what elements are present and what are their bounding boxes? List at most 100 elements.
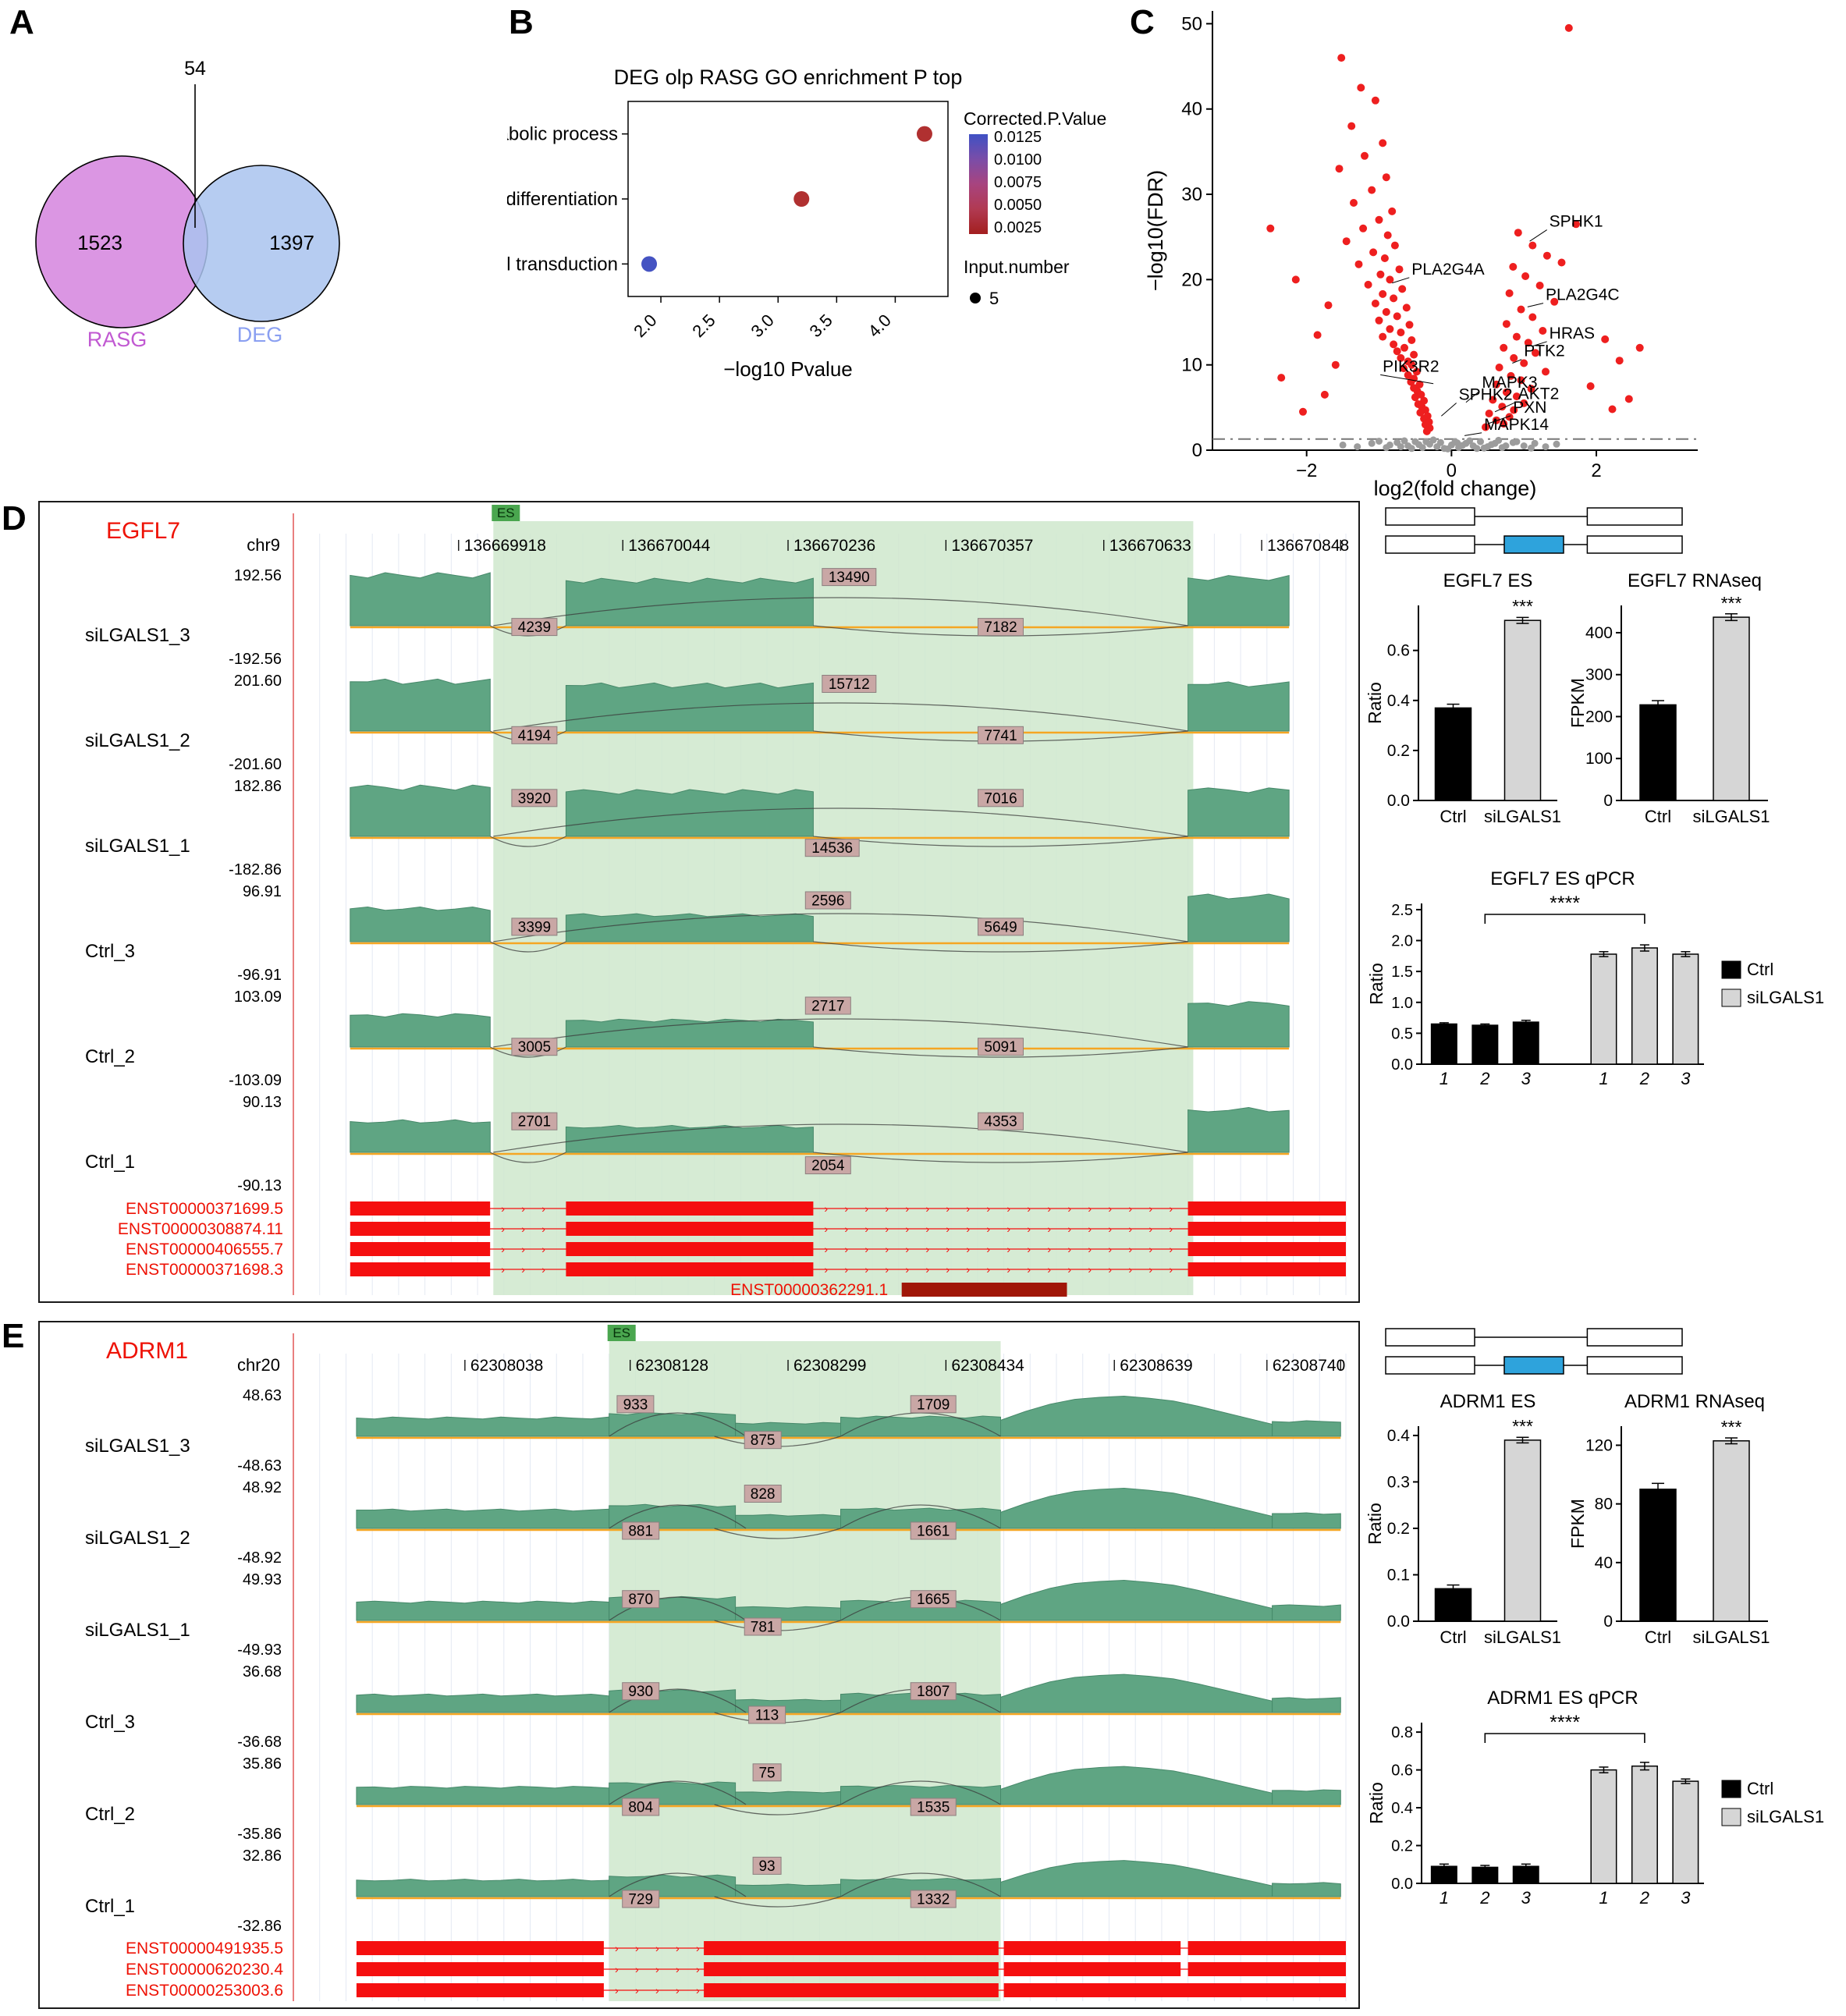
junction-count-box [978, 726, 1024, 744]
volcano-point-gray [1473, 445, 1481, 453]
transcript-exon [350, 1222, 491, 1236]
track-pos-scale: 192.56 [234, 567, 282, 584]
strand-arrow: › [885, 1263, 889, 1276]
junction-count-box [822, 675, 877, 693]
junction-count-box [511, 789, 558, 807]
junction-count: 1535 [917, 1800, 950, 1816]
panel-label-d: D [2, 499, 27, 538]
coverage-area [1272, 1697, 1341, 1713]
volcano-point-red [1528, 313, 1537, 321]
y-tick: 0.4 [1387, 692, 1411, 710]
junction-count-box [744, 1485, 782, 1503]
x-group-label: 2 [1479, 1888, 1489, 1908]
strand-arrow: › [1108, 1263, 1112, 1276]
exon [1385, 507, 1475, 526]
volcano-point-gray [1495, 436, 1503, 444]
bar-Ctrl [1434, 707, 1472, 801]
x-tick: −2 [1296, 460, 1317, 481]
y-tick: 0.0 [1387, 1613, 1410, 1631]
strand-arrow: › [946, 1243, 950, 1255]
strand-arrow: › [1088, 1243, 1092, 1255]
volcano-point-red [1357, 83, 1365, 92]
volcano-point-red [1299, 407, 1307, 416]
coverage-area [356, 1786, 610, 1805]
strand-arrow: › [1027, 1243, 1031, 1255]
gene-label: SPHK2 [1459, 386, 1513, 404]
junction-count-box [622, 1590, 660, 1609]
coverage-area [1187, 1106, 1290, 1153]
coverage-area [356, 1600, 610, 1621]
strand-arrow: › [966, 1202, 970, 1215]
track-name: Ctrl_3 [85, 1712, 135, 1733]
transcript-exon [1187, 1201, 1346, 1216]
chrom-label: chr20 [237, 1355, 280, 1375]
strand-arrow: › [541, 1202, 545, 1215]
bar-siLGALS1 [1713, 616, 1750, 801]
junction-arc [493, 1123, 1188, 1153]
strand-arrow: › [615, 1942, 619, 1954]
strand-arrow: › [1128, 1202, 1132, 1215]
junction-count-box [752, 1763, 782, 1782]
transcript-exon [1187, 1262, 1346, 1276]
y-axis-label: Ratio [1367, 1503, 1385, 1545]
significance: *** [1512, 1416, 1533, 1436]
volcano-point-red [1324, 301, 1333, 310]
volcano-point-red [1354, 260, 1363, 268]
volcano-point-red [1397, 328, 1405, 337]
track-name: siLGALS1_3 [85, 625, 190, 646]
volcano-point-red [1335, 165, 1344, 173]
junction-count-box [622, 1521, 660, 1540]
gene-label: PLA2G4C [1546, 286, 1620, 304]
volcano-point-red [1542, 367, 1550, 376]
strand-arrow: › [521, 1223, 525, 1235]
coordinate-label: 62308128 [636, 1357, 708, 1375]
junction-count-box [748, 1705, 786, 1724]
x-tick: 0 [1447, 460, 1457, 481]
junction-arc [813, 1046, 1188, 1058]
junction-arc [493, 597, 1188, 626]
significance: **** [1550, 1712, 1580, 1734]
transcript-name: ENST00000406555.7 [126, 1240, 283, 1258]
y-tick: 0.2 [1387, 1520, 1410, 1538]
strand-arrow: › [655, 1942, 659, 1954]
junction-arc [493, 1018, 1188, 1048]
strand-arrow: › [1108, 1202, 1112, 1215]
junction-count: 881 [628, 1524, 653, 1540]
strand-arrow: › [1108, 1223, 1112, 1235]
volcano-point-gray [1444, 445, 1452, 453]
strand-arrow: › [1108, 1243, 1112, 1255]
coverage-area [350, 1119, 491, 1153]
volcano-point-red [1482, 423, 1489, 431]
volcano-point-red [1420, 396, 1429, 405]
track-pos-scale: 49.93 [243, 1571, 282, 1588]
gene-model-egfl7 [1385, 507, 1683, 554]
transcript-name: ENST00000308874.11 [118, 1220, 283, 1238]
bar-Ctrl [1639, 1489, 1677, 1622]
transcript-exon [1187, 1222, 1346, 1236]
coverage-area [1000, 1766, 1273, 1805]
junction-count: 5091 [984, 1039, 1017, 1056]
strand-arrow: › [844, 1223, 848, 1235]
panel-label-b: B [509, 3, 534, 41]
coverage-area [1187, 1001, 1290, 1048]
strand-arrow: › [541, 1243, 545, 1255]
junction-arc [493, 807, 1188, 837]
coverage-area [1187, 893, 1290, 942]
strand-arrow: › [905, 1202, 909, 1215]
coverage-area [356, 1508, 610, 1529]
volcano-point-gray [1386, 441, 1393, 449]
exon [1586, 1328, 1683, 1347]
transcript-name: ENST00000371699.5 [126, 1200, 283, 1218]
coverage-area [356, 1879, 610, 1897]
legend-size-dot [970, 293, 981, 303]
strand-arrow: › [885, 1243, 889, 1255]
y-tick: 30 [1181, 184, 1202, 205]
junction-arc [840, 1504, 1001, 1529]
junction-count: 870 [628, 1592, 653, 1608]
track-pos-scale: 96.91 [243, 883, 282, 900]
volcano-point-red [1361, 151, 1369, 160]
volcano-point-red [1517, 305, 1525, 314]
